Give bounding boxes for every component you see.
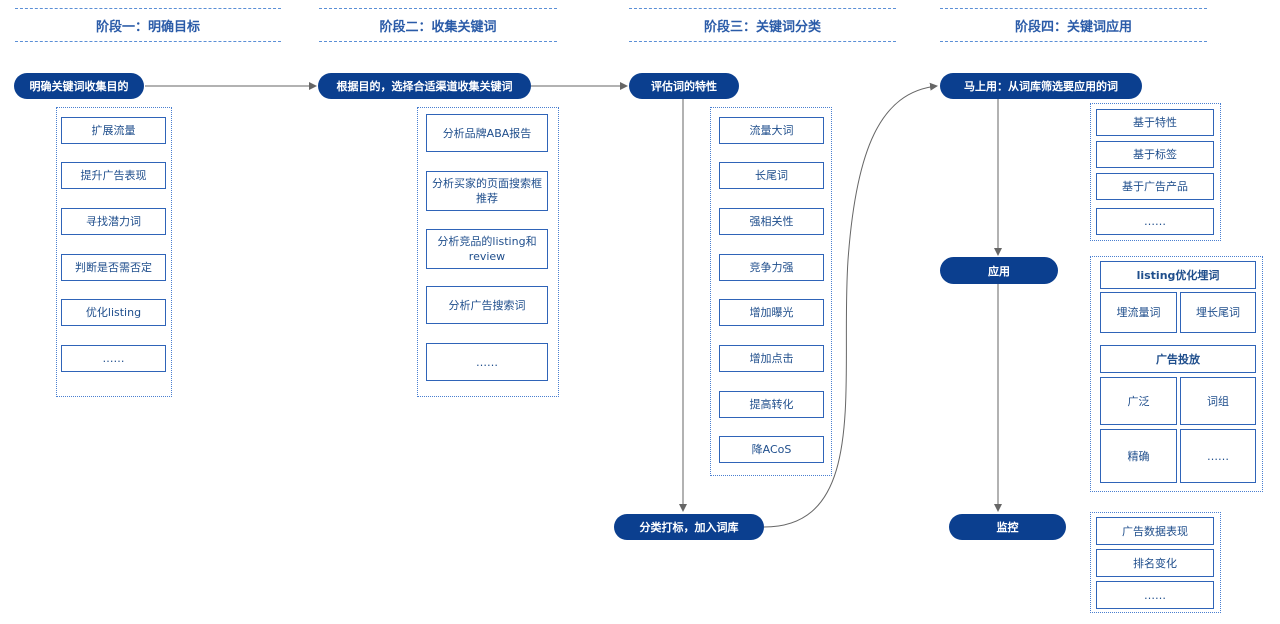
trait-item: 增加点击 <box>719 345 824 372</box>
channel-item: …… <box>426 343 548 381</box>
listing-item: 埋流量词 <box>1100 292 1177 333</box>
channel-item: 分析品牌ABA报告 <box>426 114 548 152</box>
goal-item: 判断是否需否定 <box>61 254 166 281</box>
stage-1-title: 阶段一：明确目标 <box>15 8 281 42</box>
tag-node: 分类打标，加入词库 <box>614 514 764 540</box>
ads-item: 精确 <box>1100 429 1177 483</box>
stage-2-title: 阶段二：收集关键词 <box>319 8 557 42</box>
goal-node: 明确关键词收集目的 <box>14 73 144 99</box>
channel-items-group <box>417 107 559 397</box>
trait-item: 降ACoS <box>719 436 824 463</box>
ads-item: 词组 <box>1180 377 1256 425</box>
trait-item: 强相关性 <box>719 208 824 235</box>
channel-item: 分析竞品的listing和review <box>426 229 548 269</box>
goal-item: 提升广告表现 <box>61 162 166 189</box>
channel-item: 分析买家的页面搜索框推荐 <box>426 171 548 211</box>
stage-4-title: 阶段四：关键词应用 <box>940 8 1207 42</box>
trait-items-group <box>710 107 832 476</box>
basis-item: 基于广告产品 <box>1096 173 1214 200</box>
goal-item: 寻找潜力词 <box>61 208 166 235</box>
apply-now-node: 马上用：从词库筛选要应用的词 <box>940 73 1142 99</box>
basis-item: …… <box>1096 208 1214 235</box>
trait-item: 竞争力强 <box>719 254 824 281</box>
trait-item: 增加曝光 <box>719 299 824 326</box>
monitor-node: 监控 <box>949 514 1066 540</box>
evaluate-node: 评估词的特性 <box>629 73 739 99</box>
trait-item: 流量大词 <box>719 117 824 144</box>
goal-item: 优化listing <box>61 299 166 326</box>
goal-item: …… <box>61 345 166 372</box>
basis-item: 基于特性 <box>1096 109 1214 136</box>
basis-item: 基于标签 <box>1096 141 1214 168</box>
listing-item: 埋长尾词 <box>1180 292 1256 333</box>
monitor-item: …… <box>1096 581 1214 609</box>
channels-node: 根据目的，选择合适渠道收集关键词 <box>318 73 531 99</box>
ads-header: 广告投放 <box>1100 345 1256 373</box>
arrow-tag-to-apply <box>763 82 938 528</box>
stage-3-title: 阶段三：关键词分类 <box>629 8 896 42</box>
trait-item: 长尾词 <box>719 162 824 189</box>
ads-item: …… <box>1180 429 1256 483</box>
goal-item: 扩展流量 <box>61 117 166 144</box>
basis-items-group <box>1090 103 1221 241</box>
apply-node: 应用 <box>940 257 1058 284</box>
apply-items-group <box>1090 256 1263 492</box>
channel-item: 分析广告搜索词 <box>426 286 548 324</box>
monitor-item: 广告数据表现 <box>1096 517 1214 545</box>
ads-item: 广泛 <box>1100 377 1177 425</box>
monitor-item: 排名变化 <box>1096 549 1214 577</box>
listing-optimization-header: listing优化埋词 <box>1100 261 1256 289</box>
monitor-items-group <box>1090 512 1221 613</box>
goal-items-group <box>56 107 172 397</box>
trait-item: 提高转化 <box>719 391 824 418</box>
